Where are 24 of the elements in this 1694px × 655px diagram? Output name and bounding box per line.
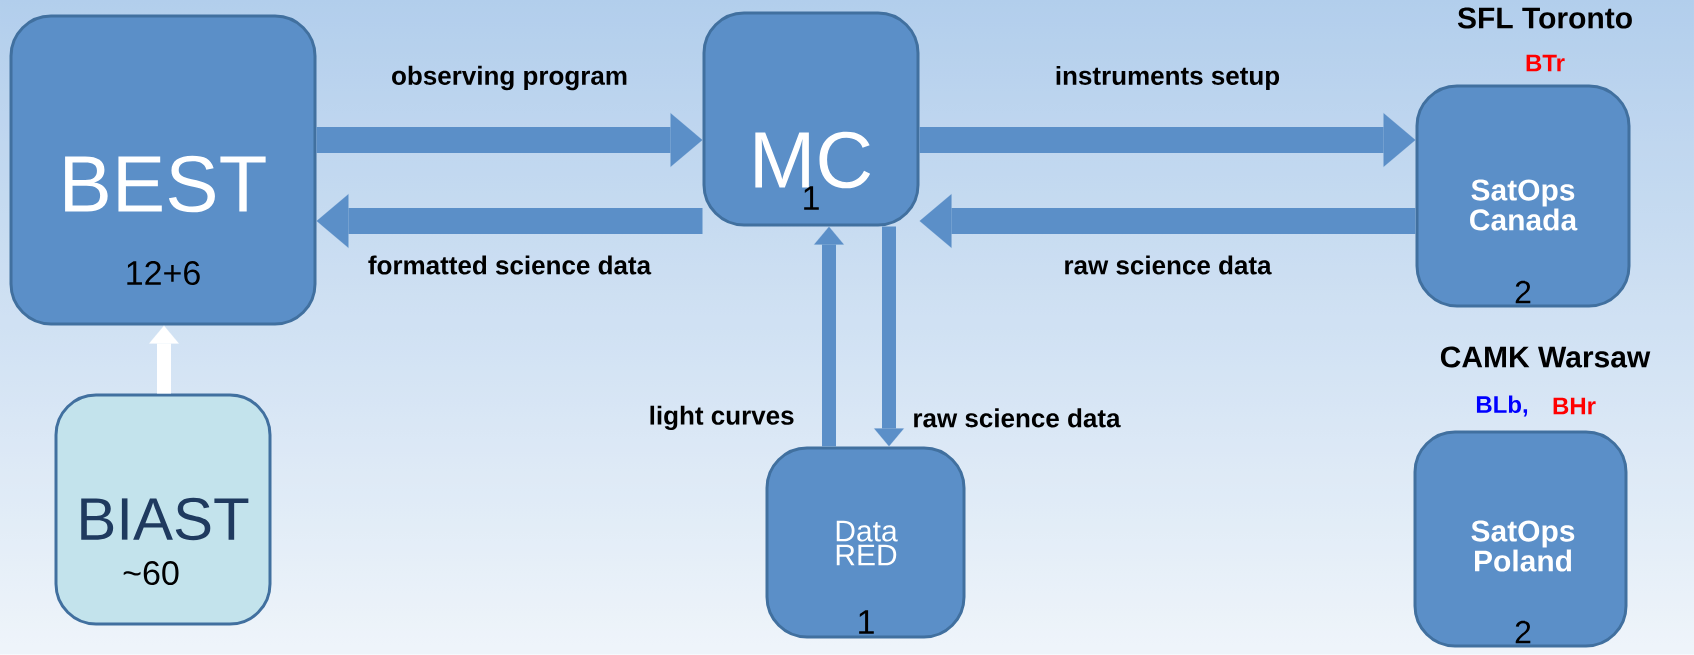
node-label: BHr: [1553, 397, 1596, 415]
block-arrow: [814, 226, 844, 447]
process-box: CAMK Warsaw BLb, BHr SatOps Poland 2: [1413, 346, 1651, 648]
edge-label: instruments setup: [1056, 65, 1280, 91]
edge-label: observing program: [392, 65, 627, 91]
block-arrow: [919, 194, 1416, 248]
process-box: SFL Toronto BTr SatOps Canada 2: [1415, 7, 1632, 308]
block-arrow: [149, 325, 179, 394]
node-label: BTr: [1526, 54, 1565, 72]
process-box: BIAST ~60: [54, 393, 272, 626]
block-arrow: [874, 226, 904, 447]
node-label: BLb,: [1476, 395, 1528, 417]
edge-label: light curves: [650, 405, 794, 431]
edge-label: raw science data: [1065, 255, 1272, 275]
edge-label: formatted science data: [368, 255, 652, 275]
node-label: CAMK Warsaw: [1440, 346, 1651, 368]
edge-label: raw science data: [914, 408, 1121, 428]
block-arrow: [919, 113, 1416, 167]
block-arrow: [316, 113, 703, 167]
process-box: Data RED 1: [765, 446, 966, 639]
process-box: MC 1: [702, 11, 920, 227]
node-label: SFL Toronto: [1457, 7, 1632, 29]
block-arrow: [316, 194, 703, 248]
process-box: BEST 12+6: [9, 14, 317, 326]
